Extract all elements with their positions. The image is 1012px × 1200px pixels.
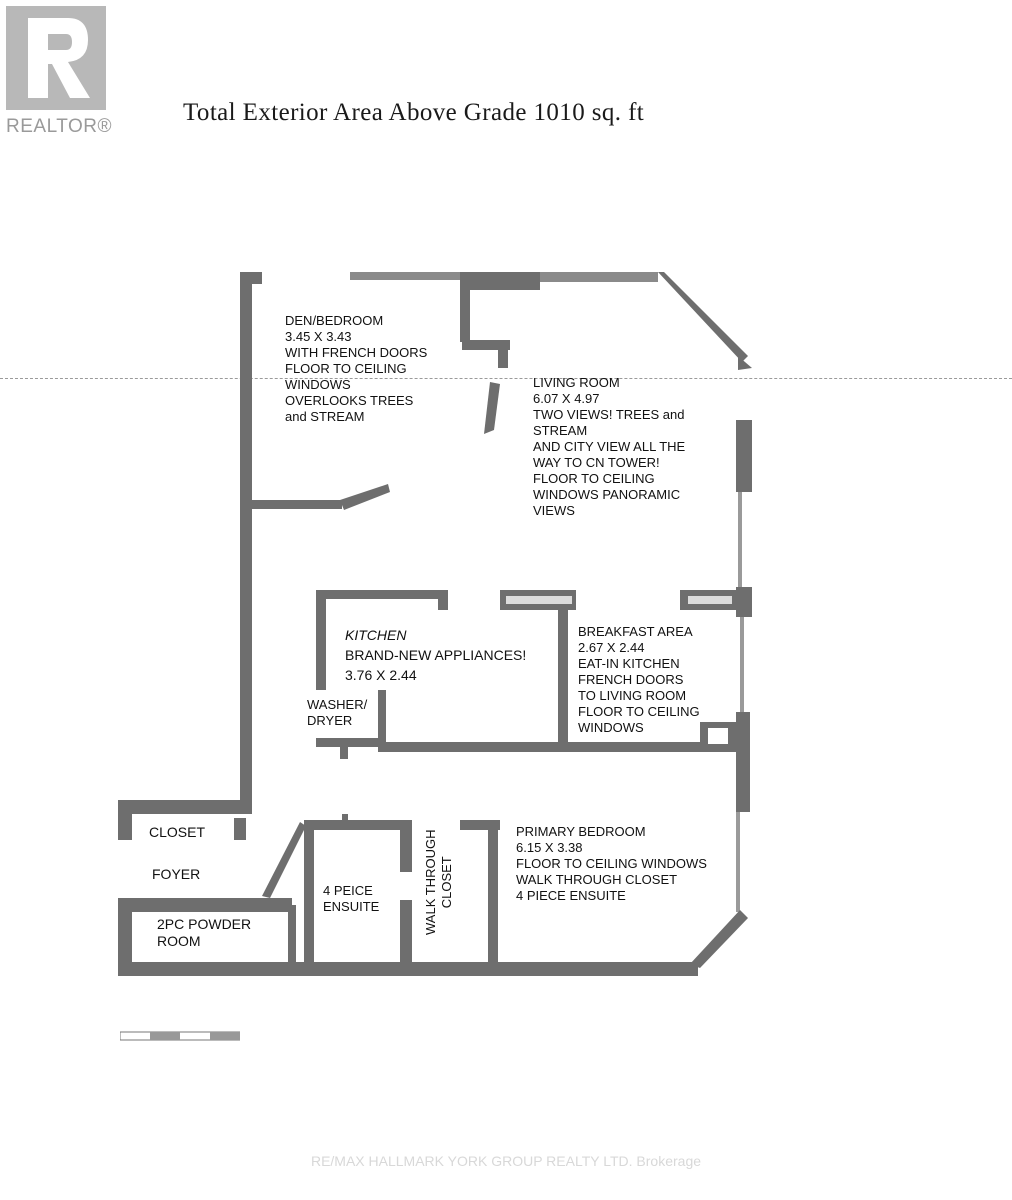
kitchen-size-label: 3.76 X 2.44 bbox=[345, 667, 417, 683]
page-title: Total Exterior Area Above Grade 1010 sq.… bbox=[183, 99, 645, 126]
breakfast-area-label: BREAKFAST AREA 2.67 X 2.44 EAT-IN KITCHE… bbox=[578, 624, 700, 735]
primary-bedroom-label: PRIMARY BEDROOM 6.15 X 3.38 FLOOR TO CEI… bbox=[516, 824, 707, 903]
kitchen-appliances-label: BRAND-NEW APPLIANCES! bbox=[345, 647, 527, 663]
scan-line bbox=[0, 378, 1012, 379]
scale-bar bbox=[120, 1031, 240, 1041]
living-room-label: LIVING ROOM 6.07 X 4.97 TWO VIEWS! TREES… bbox=[533, 375, 686, 518]
brokerage-footer: RE/MAX HALLMARK YORK GROUP REALTY LTD. B… bbox=[310, 1153, 702, 1169]
washer-dryer-label: WASHER/ DRYER bbox=[307, 697, 368, 728]
kitchen-label: KITCHEN bbox=[345, 627, 407, 643]
closet-label: CLOSET bbox=[149, 824, 206, 840]
realtor-logo: REALTOR® bbox=[6, 6, 112, 137]
ensuite-label: 4 PEICE ENSUITE bbox=[323, 883, 380, 914]
powder-room-label: 2PC POWDER ROOM bbox=[157, 916, 252, 949]
den-bedroom-label: DEN/BEDROOM 3.45 X 3.43 WITH FRENCH DOOR… bbox=[285, 313, 428, 424]
foyer-label: FOYER bbox=[152, 866, 201, 882]
realtor-logo-text: REALTOR® bbox=[6, 116, 112, 137]
realtor-logo-mark bbox=[6, 6, 106, 110]
walk-through-closet-label: WALK THROUGH CLOSET bbox=[423, 829, 454, 935]
